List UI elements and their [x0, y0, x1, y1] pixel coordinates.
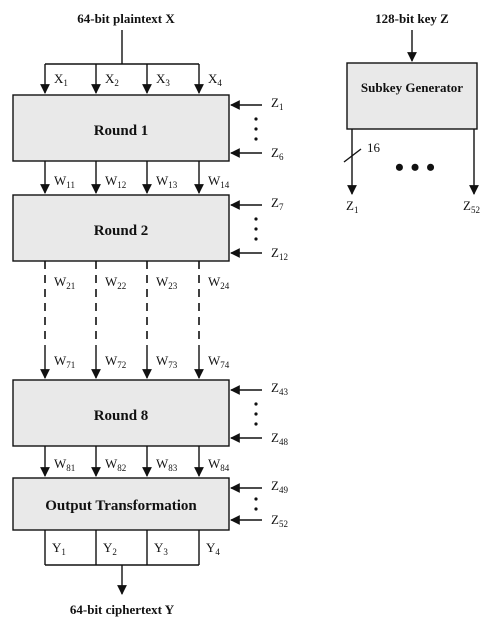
ellipsis-dot [254, 422, 258, 426]
wire-label: W73 [156, 353, 178, 370]
round-8-box [12, 379, 230, 447]
wire-label: W21 [54, 274, 75, 291]
subkey-label: Z12 [271, 245, 288, 262]
output-label: Y3 [154, 540, 168, 557]
subkey-dots: • • • [395, 153, 435, 182]
wire-label: W23 [156, 274, 178, 291]
ellipsis-dot [254, 412, 258, 416]
wire-label: W83 [156, 456, 178, 473]
wire-label: W71 [54, 353, 75, 370]
ellipsis-dot [254, 402, 258, 406]
ellipsis-dot [254, 227, 258, 231]
output-transformation-label: Output Transformation [45, 498, 197, 514]
subkey-label: Z7 [271, 195, 284, 212]
subkey-label: Z6 [271, 145, 284, 162]
round-8-label: Round 8 [94, 408, 149, 424]
wire-label: W84 [208, 456, 230, 473]
output-label: Y2 [103, 540, 117, 557]
wire-label: W81 [54, 456, 75, 473]
subkey-label: Z43 [271, 380, 288, 397]
round-2-label: Round 2 [94, 223, 149, 239]
plaintext-label: 64-bit plaintext X [77, 11, 175, 26]
subkey-generator-box [346, 62, 478, 130]
input-label: X4 [208, 71, 222, 88]
wire-label: W74 [208, 353, 230, 370]
ellipsis-dot [254, 137, 258, 141]
wire-label: W12 [105, 173, 126, 190]
key-bus-width: 16 [367, 140, 381, 155]
key-label: 128-bit key Z [375, 11, 449, 26]
input-label: X2 [105, 71, 119, 88]
ellipsis-dot [254, 507, 258, 511]
ellipsis-dot [254, 127, 258, 131]
wire-label: W14 [208, 173, 230, 190]
output-label: Y4 [206, 540, 220, 557]
ciphertext-label: 64-bit ciphertext Y [70, 602, 175, 617]
ellipsis-dot [254, 497, 258, 501]
input-label: X1 [54, 71, 68, 88]
key-output-first: Z1 [346, 198, 358, 215]
round-1-box [12, 94, 230, 162]
wire-label: W82 [105, 456, 126, 473]
key-output-last: Z52 [463, 198, 480, 215]
ellipsis-dot [254, 117, 258, 121]
input-label: X3 [156, 71, 170, 88]
subkey-label: Z52 [271, 512, 288, 529]
wire-label: W13 [156, 173, 178, 190]
round-2-box [12, 194, 230, 262]
wire-label: W72 [105, 353, 126, 370]
wire-label: W24 [208, 274, 230, 291]
round-1-label: Round 1 [94, 123, 149, 139]
wire-label: W22 [105, 274, 126, 291]
subkey-bus-slash [343, 148, 362, 163]
subkey-label: Z48 [271, 430, 288, 447]
subkey-label: Z1 [271, 95, 283, 112]
ellipsis-dot [254, 217, 258, 221]
wire-label: W11 [54, 173, 75, 190]
output-label: Y1 [52, 540, 66, 557]
ellipsis-dot [254, 237, 258, 241]
subkey-generator-label: Subkey Generator [361, 80, 463, 95]
output-transformation-box [12, 477, 230, 531]
subkey-label: Z49 [271, 478, 288, 495]
